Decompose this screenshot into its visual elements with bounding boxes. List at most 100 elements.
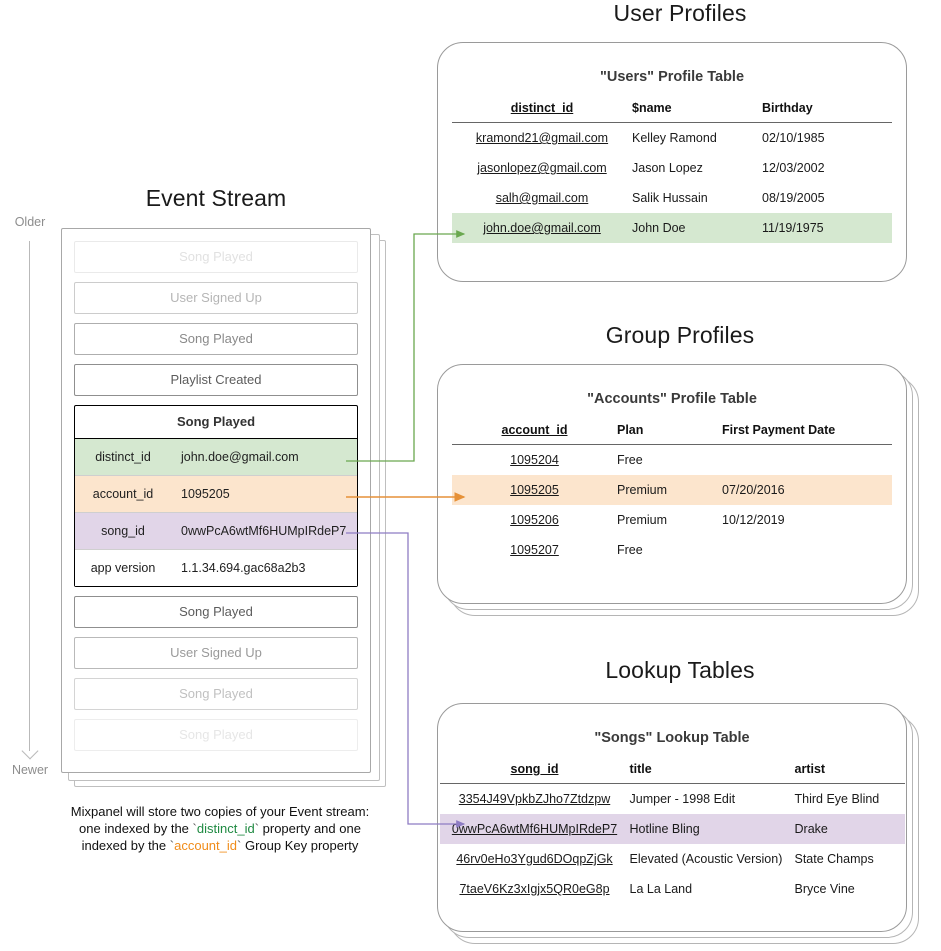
- event-property-key: app version: [90, 561, 156, 575]
- column-header-songid: song_id: [439, 760, 630, 784]
- column-header-birthday: Birthday: [762, 99, 892, 123]
- event-property-key: distinct_id: [95, 450, 151, 464]
- timeline-newer-label: Newer: [11, 763, 49, 777]
- cell-title: Jumper - 1998 Edit: [629, 792, 736, 806]
- cell-distinct_id: kramond21@gmail.com: [475, 131, 609, 145]
- caption-backtick-open-2: `: [169, 838, 175, 853]
- cell-artist: State Champs: [794, 852, 874, 866]
- accounts-table-row[interactable]: 1095204 Free: [452, 445, 892, 476]
- user-profiles-section-title: User Profiles: [613, 0, 747, 26]
- cell-account_id: 1095206: [510, 513, 559, 527]
- caption-line-3a: indexed by the: [81, 838, 170, 853]
- cell-plan: Free: [617, 453, 643, 467]
- users-table-row[interactable]: kramond21@gmail.com Kelley Ramond 02/10/19…: [452, 123, 892, 154]
- songs-table-body: 3354J49VpkbZJho7Ztdzpw Jumper - 1998 Edit…: [439, 784, 905, 905]
- timeline-axis-line: [29, 241, 30, 751]
- event-stream-section-title: Event Stream: [145, 185, 287, 211]
- timeline-older-label: Older: [14, 215, 46, 229]
- caption-line-2a: one indexed by the: [79, 821, 193, 836]
- songs-table-row[interactable]: 7taeV6Kz3xIgjx5QR0eG8p La La Land Bryce Vi…: [440, 874, 905, 904]
- cell-title: La La Land: [629, 882, 693, 896]
- caption-line-3b: Group Key property: [241, 838, 359, 853]
- event-row-after-2[interactable]: Song Played: [74, 678, 358, 710]
- event-row-after-0[interactable]: Song Played: [74, 596, 358, 628]
- cell-first_payment_date: 07/20/2016: [722, 475, 892, 505]
- event-row-3[interactable]: Playlist Created: [74, 364, 358, 396]
- event-property-value: 1095205: [181, 487, 230, 501]
- event-row-after-1[interactable]: User Signed Up: [74, 637, 358, 669]
- cell-title: Hotline Bling: [629, 814, 795, 844]
- cell-artist: Drake: [794, 814, 905, 844]
- caption-backtick-open-1: `: [192, 821, 197, 836]
- cell-song_id: 46rv0eHo3Ygud6DOqpZjGk: [456, 852, 613, 866]
- cell-distinct_id: salh@gmail.com: [495, 191, 589, 205]
- cell-first_payment_date: 10/12/2019: [722, 513, 785, 527]
- cell-artist: Bryce Vine: [794, 882, 855, 896]
- timeline-axis: Older Newer: [0, 215, 60, 785]
- event-property-row-distinct-id: distinct_id john.doe@gmail.com: [75, 439, 357, 476]
- cell-account_id: 1095205: [452, 475, 617, 505]
- event-row-0[interactable]: Song Played: [74, 241, 358, 273]
- column-header-artist: artist: [794, 760, 905, 784]
- caption-account-id-token: account_id: [174, 838, 237, 853]
- caption-backtick-close-1: `: [254, 821, 260, 836]
- event-property-key: account_id: [92, 487, 154, 501]
- cell-song_id: 7taeV6Kz3xIgjx5QR0eG8p: [459, 882, 610, 896]
- timeline-arrow-icon: [21, 742, 39, 760]
- event-property-value: john.doe@gmail.com: [181, 450, 299, 464]
- selected-event-title: Song Played: [75, 406, 357, 439]
- cell-birthday: 11/19/1975: [762, 213, 892, 243]
- column-header-distinctid: distinct_id: [452, 99, 632, 123]
- event-property-row-account-id: account_id 1095205: [75, 476, 357, 513]
- cell-song_id: 0wwPcA6wtMf6HUMpIRdeP7: [439, 814, 630, 844]
- selected-event-card[interactable]: Song Played distinct_id john.doe@gmail.co…: [74, 405, 358, 587]
- group-profiles-section-title: Group Profiles: [605, 322, 755, 348]
- caption-backtick-close-2: `: [237, 838, 242, 853]
- accounts-table-row[interactable]: 1095206 Premium 10/12/2019: [452, 505, 892, 535]
- caption-distinct-id-token: distinct_id: [196, 821, 255, 836]
- caption-line-1: Mixpanel will store two copies of your E…: [70, 804, 370, 819]
- event-row-1[interactable]: User Signed Up: [74, 282, 358, 314]
- songs-table-row[interactable]: 3354J49VpkbZJho7Ztdzpw Jumper - 1998 Edit…: [440, 784, 905, 815]
- event-row-after-3[interactable]: Song Played: [74, 719, 358, 751]
- cell-name: Kelley Ramond: [632, 131, 717, 145]
- cell-plan: Premium: [617, 513, 668, 527]
- cell-birthday: 12/03/2002: [762, 161, 825, 175]
- cell-account_id: 1095204: [510, 453, 559, 467]
- lookup-tables-section-title: Lookup Tables: [605, 657, 755, 683]
- event-row-2[interactable]: Song Played: [74, 323, 358, 355]
- cell-first_payment_date: [722, 445, 892, 476]
- column-header-accountid: account_id: [452, 421, 617, 445]
- column-header-name: $name: [632, 99, 762, 123]
- cell-birthday: 02/10/1985: [762, 131, 825, 145]
- cell-name: Salik Hussain: [632, 191, 708, 205]
- cell-plan: Free: [617, 543, 643, 557]
- cell-artist: Third Eye Blind: [794, 792, 880, 806]
- accounts-table-title: "Accounts" Profile Table: [587, 391, 757, 407]
- cell-first_payment_date: [722, 535, 892, 565]
- users-table-title: "Users" Profile Table: [599, 69, 745, 85]
- column-header-plan: Plan: [617, 421, 722, 445]
- cell-song_id: 3354J49VpkbZJho7Ztdzpw: [458, 792, 611, 806]
- event-property-value: 1.1.34.694.gac68a2b3: [181, 561, 306, 575]
- event-property-value: 0wwPcA6wtMf6HUMpIRdeP7: [181, 524, 347, 538]
- cell-name: John Doe: [632, 213, 762, 243]
